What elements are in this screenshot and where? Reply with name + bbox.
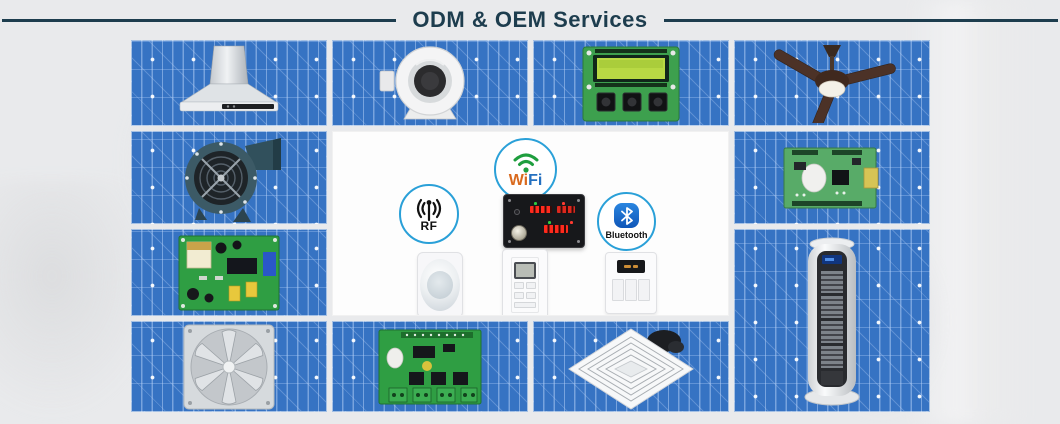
product-grid: WiFi RF Bluetooth: [131, 40, 930, 412]
pir-motion-sensor: [417, 252, 463, 315]
screw-icon: [577, 240, 580, 243]
led-control-panel: [503, 194, 585, 248]
switch-button: [625, 279, 637, 301]
status-led: [570, 221, 573, 224]
axial-fan-image: [183, 324, 275, 409]
rf-label: RF: [420, 218, 438, 233]
led-display: [530, 206, 552, 213]
page-title: ODM & OEM Services: [412, 7, 648, 32]
controller-button-wide: [514, 302, 536, 308]
rf-antenna-icon: [416, 198, 442, 221]
tile-power-control-pcb: [131, 229, 327, 316]
controller-button: [514, 292, 524, 299]
controller-lcd-screen: [514, 262, 536, 279]
buzzer-knob: [511, 225, 527, 241]
bluetooth-badge: [614, 203, 639, 228]
tile-range-hood: [131, 40, 327, 126]
ceiling-fan-image: [773, 45, 896, 123]
pir-dome: [420, 259, 460, 311]
wifi-module-pcb-image: [783, 147, 879, 208]
tile-ceiling-fan: [734, 40, 930, 126]
screw-icon: [577, 199, 580, 202]
led-display: [557, 206, 575, 213]
ceiling-exhaust-fan-image: [568, 327, 694, 410]
wifi-icon: WiFi: [494, 138, 557, 201]
switch-display: [617, 260, 645, 273]
screw-icon: [508, 240, 511, 243]
pir-lens: [427, 271, 453, 299]
bluetooth-icon: Bluetooth: [597, 192, 656, 251]
wifi-label: WiFi: [508, 171, 543, 189]
screw-icon: [508, 199, 511, 202]
connectivity-panel: WiFi RF Bluetooth: [332, 131, 729, 316]
switch-button: [638, 279, 650, 301]
inline-duct-fan-image: [379, 46, 465, 120]
switch-display-digits: [633, 265, 638, 268]
controller-button: [514, 282, 524, 289]
wifi-arcs-icon: [513, 153, 538, 173]
header-rule-right: [663, 18, 1058, 22]
lcd-control-board-image: [582, 46, 680, 122]
wall-switch: [605, 252, 657, 314]
status-led: [534, 202, 537, 205]
wall-lcd-controller: [502, 249, 548, 315]
centrifugal-blower-image: [185, 137, 281, 222]
rf-icon: RF: [399, 184, 459, 244]
terminal-control-pcb-image: [378, 329, 482, 404]
panel-button: [514, 209, 520, 215]
range-hood-image: [179, 45, 279, 112]
header-rule-left: [2, 18, 397, 22]
bluetooth-rune-icon: [620, 206, 633, 225]
controller-button: [526, 292, 536, 299]
status-led: [562, 202, 565, 205]
led-display: [544, 225, 568, 233]
switch-display-digits: [624, 265, 631, 268]
header: ODM & OEM Services: [0, 7, 1060, 33]
bluetooth-label: Bluetooth: [605, 230, 648, 240]
tile-terminal-control-pcb: [332, 321, 528, 412]
tile-lcd-control-board: [533, 40, 729, 126]
tile-inline-duct-fan: [332, 40, 528, 126]
tile-ceiling-exhaust-fan: [533, 321, 729, 412]
tower-fan-image: [804, 237, 860, 405]
tile-tower-fan: [734, 229, 930, 412]
tile-axial-fan: [131, 321, 327, 412]
tile-wifi-module-pcb: [734, 131, 930, 224]
switch-button: [612, 279, 624, 301]
tile-centrifugal-blower: [131, 131, 327, 224]
controller-button: [526, 282, 536, 289]
status-led: [548, 221, 551, 224]
power-control-pcb-image: [178, 235, 280, 310]
wall-controller-face: [511, 257, 539, 313]
